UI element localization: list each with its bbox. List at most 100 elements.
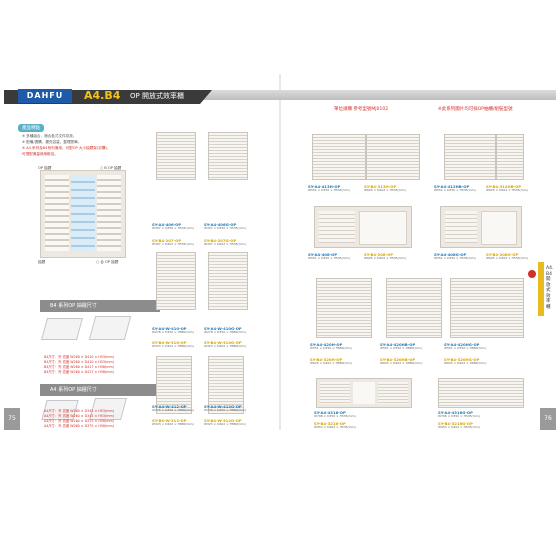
model-dims-alt: W307 × D402 × H535(mm) (152, 242, 194, 246)
model-name: SY-A4-4316G-OP (438, 410, 473, 415)
model-name: SY-A4-W-410G-OP (204, 326, 242, 331)
model-name-alt: SY-B4-207G-OP (204, 238, 237, 243)
model-dims-alt: W307 × D402 × H535(mm) (204, 242, 246, 246)
label-op-main: ○ B OP 抽屜 (100, 166, 122, 170)
model-dims: W278 × D350 × H880(mm) (152, 330, 194, 334)
model-name: SY-A4-420HG-OP (444, 342, 480, 347)
cabinet-image (208, 252, 248, 310)
model-name: SY-A4-4316-OP (314, 410, 346, 415)
model-name: SY-A4-420H-OP (310, 342, 343, 347)
model-name-alt: SY-B4-320HG-OP (444, 357, 480, 362)
note-right: ※此系列圖片均可採OP抽櫃/組裝型號 (438, 107, 513, 112)
cabinet-image (366, 134, 420, 180)
feature-text: ※ A4 系列及B4系列適用，可配OP 大小抽屜架(另購)， (22, 146, 111, 150)
model-name: SY-A4-408G-OP (434, 252, 467, 257)
model-dims: W551 × D350 × H535(mm) (308, 188, 350, 192)
right-page (280, 74, 556, 430)
cabinet-image (450, 278, 524, 338)
cabinet-image (438, 378, 524, 408)
gutter (279, 74, 281, 430)
model-name-alt: SY-B4-3216G-OP (438, 421, 473, 426)
cabinet-image (316, 378, 412, 408)
b4-tray-image-1 (41, 318, 83, 340)
brand-dot-icon (528, 270, 536, 278)
a4-spec: A4尺寸：外 寬度 W260 × D345 × H53(mm) (44, 409, 115, 413)
model-dims-alt: W953 × D402 × H535(mm) (314, 425, 356, 429)
model-dims: W307 × D350 × H535(mm) (204, 226, 246, 230)
model-name-alt: SY-B4-W-312G-OP (204, 418, 242, 423)
brand-logo: DAHFU (18, 89, 72, 103)
series-title: A4.B4 (84, 89, 121, 102)
model-dims-alt: W625 × D402 × H535(mm) (364, 256, 406, 260)
model-dims: W551 × D350 × H535(mm) (434, 256, 476, 260)
model-dims: W307 × D350 × H535(mm) (152, 226, 194, 230)
label-bottom-left: 抽屜 (38, 260, 46, 264)
note-left: 單位請購 參考型號MJ0102 (334, 107, 389, 112)
model-dims-alt: W625 × D402 × H535(mm) (486, 256, 528, 260)
cabinet-image (496, 134, 524, 180)
feature-text: ※ 配備/選購，擴充容量，整理簡單。 (22, 140, 82, 144)
model-name: SY-A4-420HB-OP (380, 342, 416, 347)
model-name-alt: SY-B4-3216-OP (314, 421, 346, 426)
b4-spec: B4尺寸：外 寬度 W260 × D417 × H58(mm) (44, 370, 115, 374)
model-dims: W798 × D350 × H535(mm) (438, 414, 480, 418)
cabinet-image (444, 134, 496, 180)
model-name-alt: SY-B4-312HB-OP (486, 184, 522, 189)
model-name: SY-A4-408-OP (308, 252, 338, 257)
b4-tray-image-2 (88, 316, 132, 340)
main-cabinet-image (40, 170, 126, 258)
model-name-alt: SY-B4-313H-OP (364, 184, 397, 189)
a4-spec: A4尺寸：外 寬度 W260 × D345 × H53(mm) (44, 414, 115, 418)
model-dims-alt: W323 × D402 × H880(mm) (204, 344, 246, 348)
b4-section-header: B4 系列OP 抽屜尺寸 (40, 300, 160, 312)
label-bottom-right: ○ 合 OP 抽屜 (96, 260, 119, 264)
model-name: SY-A4-W-412G-OP (204, 404, 242, 409)
model-name: SY-A4-412HB-OP (434, 184, 470, 189)
cabinet-image (156, 132, 196, 180)
page-number-right: 76 (540, 408, 556, 430)
model-dims-alt: W953 × D402 × H535(mm) (438, 425, 480, 429)
model-dims: W278 × D350 × H880(mm) (204, 330, 246, 334)
b4-spec: B4尺寸：外 寬度 W260 × D410 × H53(mm) (44, 355, 115, 359)
cabinet-image (156, 356, 192, 414)
feature-text: ※ 多種組合，適合各式文件存放。 (22, 134, 77, 138)
a4-spec: A4尺寸：外 寬度 W260 × D375 × H58(mm) (44, 424, 115, 428)
model-dims-alt: W323 × D402 × H880(mm) (152, 422, 194, 426)
model-name: SY-A4-406G-OP (204, 222, 237, 227)
side-tab: A4.B4 開放式效率櫃 (536, 262, 556, 316)
model-name: SY-A4-W-410-OP (152, 326, 187, 331)
page-title: OP 開放式效率櫃 (130, 92, 184, 100)
catalog-spread: DAHFU A4.B4 OP 開放式效率櫃 單位請購 參考型號MJ0102 ※此… (4, 74, 556, 430)
model-name: SY-A4-406-OP (152, 222, 182, 227)
model-dims: W551 × D350 × H535(mm) (308, 256, 350, 260)
model-name-alt: SY-B4-208-OP (364, 252, 394, 257)
model-dims-alt: W323 × D402 × H880(mm) (204, 422, 246, 426)
model-dims-alt: W625 × D402 × H535(mm) (364, 188, 406, 192)
model-dims-alt: W625 × D402 × H880(mm) (444, 361, 486, 365)
model-name: SY-A4-W-412-OP (152, 404, 187, 409)
cabinet-image (312, 134, 366, 180)
model-name-alt: SY-B4-W-310-OP (152, 340, 187, 345)
features-tab: 產品特點 (18, 124, 44, 132)
model-dims: W551 × D350 × H880(mm) (380, 346, 422, 350)
cabinet-image (440, 206, 522, 248)
model-dims-alt: W625 × D402 × H880(mm) (380, 361, 422, 365)
cabinet-image (208, 132, 248, 180)
model-dims: W278 × D350 × H880(mm) (204, 408, 246, 412)
model-dims-alt: W625 × D402 × H535(mm) (486, 188, 528, 192)
a4-spec: A4尺寸：外 寬度 W260 × D375 × H58(mm) (44, 419, 115, 423)
cabinet-image (156, 252, 196, 310)
page-number-left: 75 (4, 408, 20, 430)
model-dims: W551 × D350 × H880(mm) (310, 346, 352, 350)
model-name-alt: SY-B4-W-310G-OP (204, 340, 242, 345)
model-dims-alt: W625 × D402 × H880(mm) (310, 361, 352, 365)
b4-spec: B4尺寸：外 寬度 W260 × D410 × H53(mm) (44, 360, 115, 364)
label-op-top: OP 抽屜 (38, 166, 52, 170)
cabinet-image (314, 206, 412, 248)
model-name-alt: SY-B4-320HB-OP (380, 357, 416, 362)
model-dims: W798 × D350 × H535(mm) (314, 414, 356, 418)
side-tab-bar (538, 262, 544, 316)
b4-spec: B4尺寸：外 寬度 W260 × D417 × H58(mm) (44, 365, 115, 369)
header-band (4, 90, 556, 100)
cabinet-image (386, 278, 442, 338)
